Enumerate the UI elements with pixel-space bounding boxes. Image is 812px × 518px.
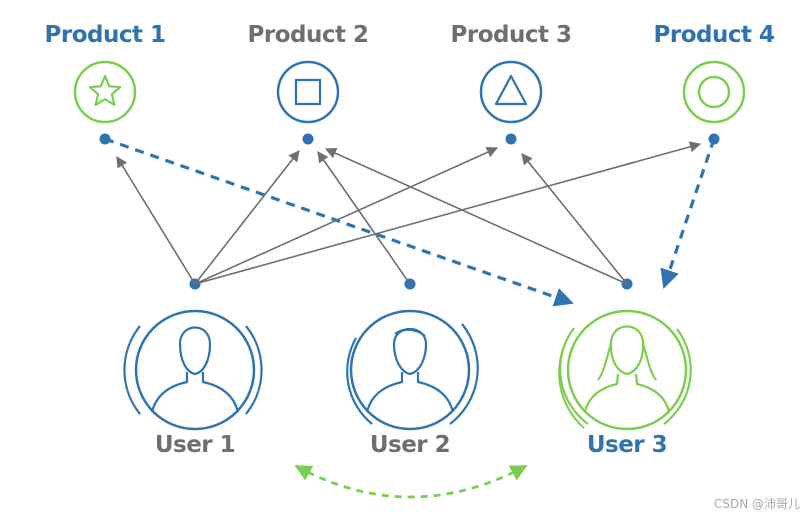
dashed-arrow-product1-user3 — [104, 137, 574, 307]
recommendation-arrows — [104, 137, 716, 307]
arrow-user1-product1 — [116, 156, 196, 285]
square-icon — [294, 78, 322, 106]
arrow-user1-product3 — [194, 147, 499, 285]
interaction-arrows — [116, 141, 702, 285]
arrow-user1-product4 — [194, 141, 702, 285]
arrow-user3-product2 — [324, 148, 628, 285]
product-4-node — [682, 60, 746, 124]
arrow-user3-product3 — [521, 153, 628, 285]
watermark: CSDN @沛哥儿 — [713, 497, 800, 511]
male-avatar-icon — [150, 326, 240, 413]
male-avatar-icon — [365, 328, 455, 413]
star-icon — [88, 74, 122, 106]
arrow-user2-product2 — [317, 151, 411, 285]
product-2-dot — [302, 133, 314, 145]
dashed-arrow-product4-user3 — [660, 138, 716, 289]
user-1-label: User 1 — [154, 432, 236, 458]
product-1-node — [73, 60, 137, 124]
product-4-label: Product 4 — [653, 22, 775, 48]
product-2-node — [276, 60, 340, 124]
user-3-node — [558, 309, 692, 431]
user-3-label: User 3 — [586, 432, 668, 458]
arrow-user1-product2 — [194, 150, 300, 285]
product-3-node — [479, 60, 543, 124]
user-1-node — [123, 309, 263, 431]
product-1-label: Product 1 — [44, 22, 166, 48]
product-2-label: Product 2 — [247, 22, 369, 48]
product-3-label: Product 3 — [450, 22, 572, 48]
user-2-label: User 2 — [369, 432, 451, 458]
circle-icon — [697, 75, 731, 109]
female-avatar-icon — [583, 325, 671, 413]
triangle-icon — [494, 74, 528, 106]
similarity-arrow — [294, 464, 528, 499]
product-3-dot — [505, 133, 517, 145]
user-2-node — [346, 309, 479, 431]
